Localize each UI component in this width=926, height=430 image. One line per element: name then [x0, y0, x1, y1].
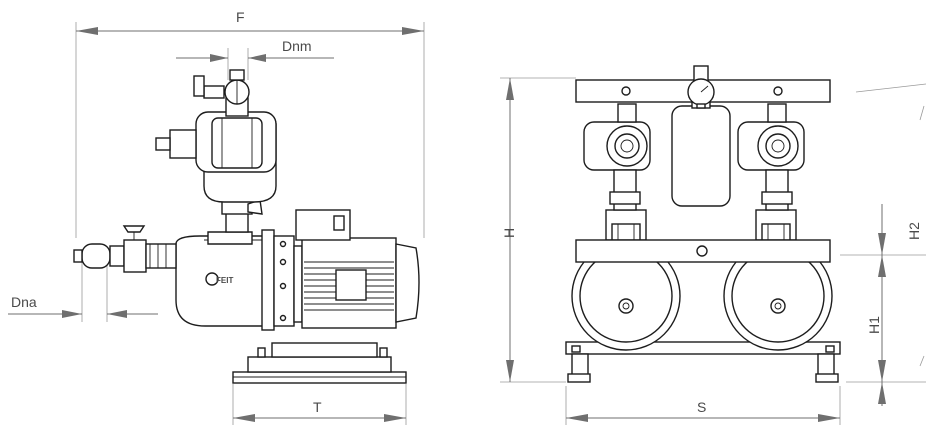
dimension-label-s: S [697, 399, 706, 415]
front-pump-right [723, 209, 833, 351]
front-pump-left [571, 209, 681, 351]
dimension-t: T [232, 384, 407, 425]
front-expansion-tank [671, 97, 731, 207]
side-pump-housing: FEIT [175, 231, 269, 327]
side-motor [295, 209, 420, 329]
side-pressure-vessel [155, 111, 277, 203]
side-view: F Dnm Dna T [8, 9, 425, 425]
front-pressure-switch-right [737, 103, 805, 211]
dimension-label-h2: H2 [906, 222, 922, 240]
front-view: H S H1 H2 [500, 65, 926, 425]
dimension-h: H [500, 77, 576, 383]
dimension-s: S [565, 386, 841, 425]
dimension-dna: Dna [8, 262, 158, 322]
dimension-f: F [75, 9, 425, 238]
dimension-label-dnm: Dnm [282, 38, 312, 54]
front-base-frame [565, 341, 841, 383]
dimension-label-h: H [501, 228, 517, 238]
side-discharge-column [221, 193, 263, 233]
side-gauge [193, 69, 250, 117]
feit-logo-text: FEIT [216, 276, 233, 285]
dimension-label-h1: H1 [866, 316, 882, 334]
front-pressure-gauge [687, 65, 715, 109]
dimension-label-f: F [236, 9, 245, 25]
side-suction-valve [73, 225, 177, 273]
dimension-label-t: T [313, 399, 322, 415]
front-suction-manifold [575, 239, 831, 263]
dimension-label-dna: Dna [11, 294, 37, 310]
side-coupling [261, 229, 303, 331]
dimension-h1-h2: H1 H2 [840, 83, 926, 406]
side-base-plate [232, 342, 407, 384]
front-pressure-switch-left [583, 103, 651, 211]
dimension-dnm: Dnm [176, 38, 334, 80]
